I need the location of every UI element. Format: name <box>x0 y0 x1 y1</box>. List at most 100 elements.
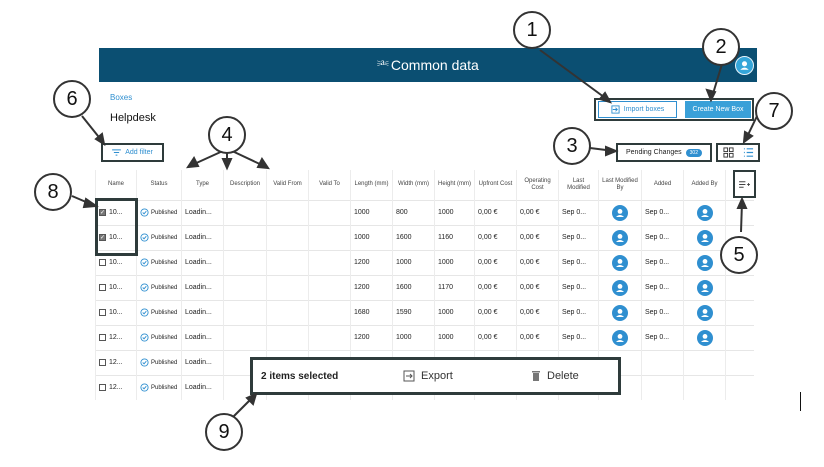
row-checkbox[interactable] <box>99 259 106 266</box>
status-cell: Published <box>136 349 182 375</box>
user-avatar-icon[interactable] <box>612 279 628 296</box>
column-header[interactable]: Added <box>641 170 684 200</box>
user-avatar-icon[interactable] <box>696 329 713 346</box>
published-check-icon <box>140 258 149 267</box>
spacer-cell <box>725 299 754 325</box>
callout-5: 5 <box>720 236 758 274</box>
height-cell: 1000 <box>434 249 475 275</box>
name-cell-wrap: 10... <box>99 284 133 291</box>
list-view-icon[interactable] <box>743 147 754 158</box>
width-cell: 1000 <box>392 324 435 350</box>
import-boxes-button[interactable]: Import boxes <box>598 101 677 118</box>
column-header[interactable]: Length (mm) <box>350 170 393 200</box>
added-cell: Sep 0... <box>641 274 684 300</box>
description-cell <box>223 324 267 350</box>
added-by-cell <box>683 249 726 275</box>
name-cell-wrap: 10... <box>99 259 133 266</box>
breadcrumb[interactable]: Boxes <box>110 93 133 102</box>
row-checkbox[interactable] <box>99 309 106 316</box>
name-cell-wrap: 10... <box>99 309 133 316</box>
user-avatar-icon[interactable] <box>612 304 628 321</box>
column-header[interactable]: Upfront Cost <box>474 170 517 200</box>
length-cell: 1000 <box>350 199 393 225</box>
column-header[interactable]: Valid To <box>308 170 351 200</box>
column-header[interactable]: Status <box>136 170 182 200</box>
row-checkbox[interactable] <box>99 359 106 366</box>
status-wrap: Published <box>140 258 178 267</box>
callout-9: 9 <box>205 413 243 451</box>
name-cell: 12... <box>95 374 137 400</box>
last-modified-by-cell <box>598 324 642 350</box>
length-cell: 1200 <box>350 324 393 350</box>
status-cell: Published <box>136 324 182 350</box>
name-value: 12... <box>109 334 123 341</box>
added-by-cell <box>683 299 726 325</box>
user-avatar-icon[interactable] <box>696 254 713 271</box>
column-header[interactable]: Description <box>223 170 267 200</box>
row-checkbox[interactable]: ✓ <box>99 209 106 216</box>
width-cell: 1600 <box>392 274 435 300</box>
delete-button[interactable]: Delete <box>531 370 579 382</box>
export-button[interactable]: Export <box>403 370 453 382</box>
column-header[interactable]: Width (mm) <box>392 170 435 200</box>
operating-cost-cell: 0,00 € <box>516 199 559 225</box>
valid-from-cell <box>266 274 309 300</box>
operating-cost-cell: 0,00 € <box>516 249 559 275</box>
pending-changes-button[interactable]: Pending Changes 302 <box>616 143 712 162</box>
user-avatar-icon[interactable] <box>696 304 713 321</box>
user-avatar-icon[interactable] <box>612 204 628 221</box>
status-cell: Published <box>136 374 182 400</box>
column-header[interactable]: Type <box>181 170 224 200</box>
user-avatar-icon[interactable] <box>612 329 628 346</box>
height-cell: 1160 <box>434 224 475 250</box>
column-picker-icon <box>739 180 750 188</box>
description-cell <box>223 249 267 275</box>
add-filter-button[interactable]: Add filter <box>101 143 164 162</box>
status-value: Published <box>151 234 178 241</box>
user-avatar-icon[interactable] <box>612 254 628 271</box>
trash-icon <box>532 371 540 381</box>
upfront-cost-cell: 0,00 € <box>474 249 517 275</box>
name-value: 10... <box>109 209 123 216</box>
callout-6: 6 <box>53 80 91 118</box>
type-cell: Loadin... <box>181 349 224 375</box>
column-header[interactable]: Height (mm) <box>434 170 475 200</box>
grid-view-icon[interactable] <box>722 147 734 158</box>
row-checkbox[interactable]: ✓ <box>99 234 106 241</box>
last-modified-cell: Sep 0... <box>558 299 599 325</box>
user-avatar-icon[interactable] <box>612 229 628 246</box>
width-cell: 1600 <box>392 224 435 250</box>
last-modified-by-cell <box>598 224 642 250</box>
column-header[interactable]: Last Modified <box>558 170 599 200</box>
column-header[interactable]: Last Modified By <box>598 170 642 200</box>
column-header[interactable]: Valid From <box>266 170 309 200</box>
upfront-cost-cell: 0,00 € <box>474 324 517 350</box>
spacer-cell <box>725 324 754 350</box>
user-avatar-icon[interactable] <box>735 56 754 75</box>
status-cell: Published <box>136 274 182 300</box>
operating-cost-cell: 0,00 € <box>516 274 559 300</box>
height-cell: 1000 <box>434 299 475 325</box>
column-picker-button[interactable] <box>733 170 756 198</box>
user-avatar-icon[interactable] <box>696 229 713 246</box>
row-checkbox[interactable] <box>99 284 106 291</box>
status-wrap: Published <box>140 333 178 342</box>
width-cell: 1000 <box>392 249 435 275</box>
row-checkbox[interactable] <box>99 384 106 392</box>
type-cell: Loadin... <box>181 374 224 400</box>
row-checkbox[interactable] <box>99 334 106 341</box>
column-header[interactable]: Added By <box>683 170 726 200</box>
create-new-box-button[interactable]: Create New Box <box>685 101 751 118</box>
column-header[interactable]: Name <box>95 170 137 200</box>
user-avatar-icon[interactable] <box>696 204 713 221</box>
last-modified-cell: Sep 0... <box>558 224 599 250</box>
operating-cost-cell: 0,00 € <box>516 299 559 325</box>
last-modified-by-cell <box>598 199 642 225</box>
status-value: Published <box>151 284 178 291</box>
column-header[interactable]: Operating Cost <box>516 170 559 200</box>
user-avatar-icon[interactable] <box>696 279 713 296</box>
